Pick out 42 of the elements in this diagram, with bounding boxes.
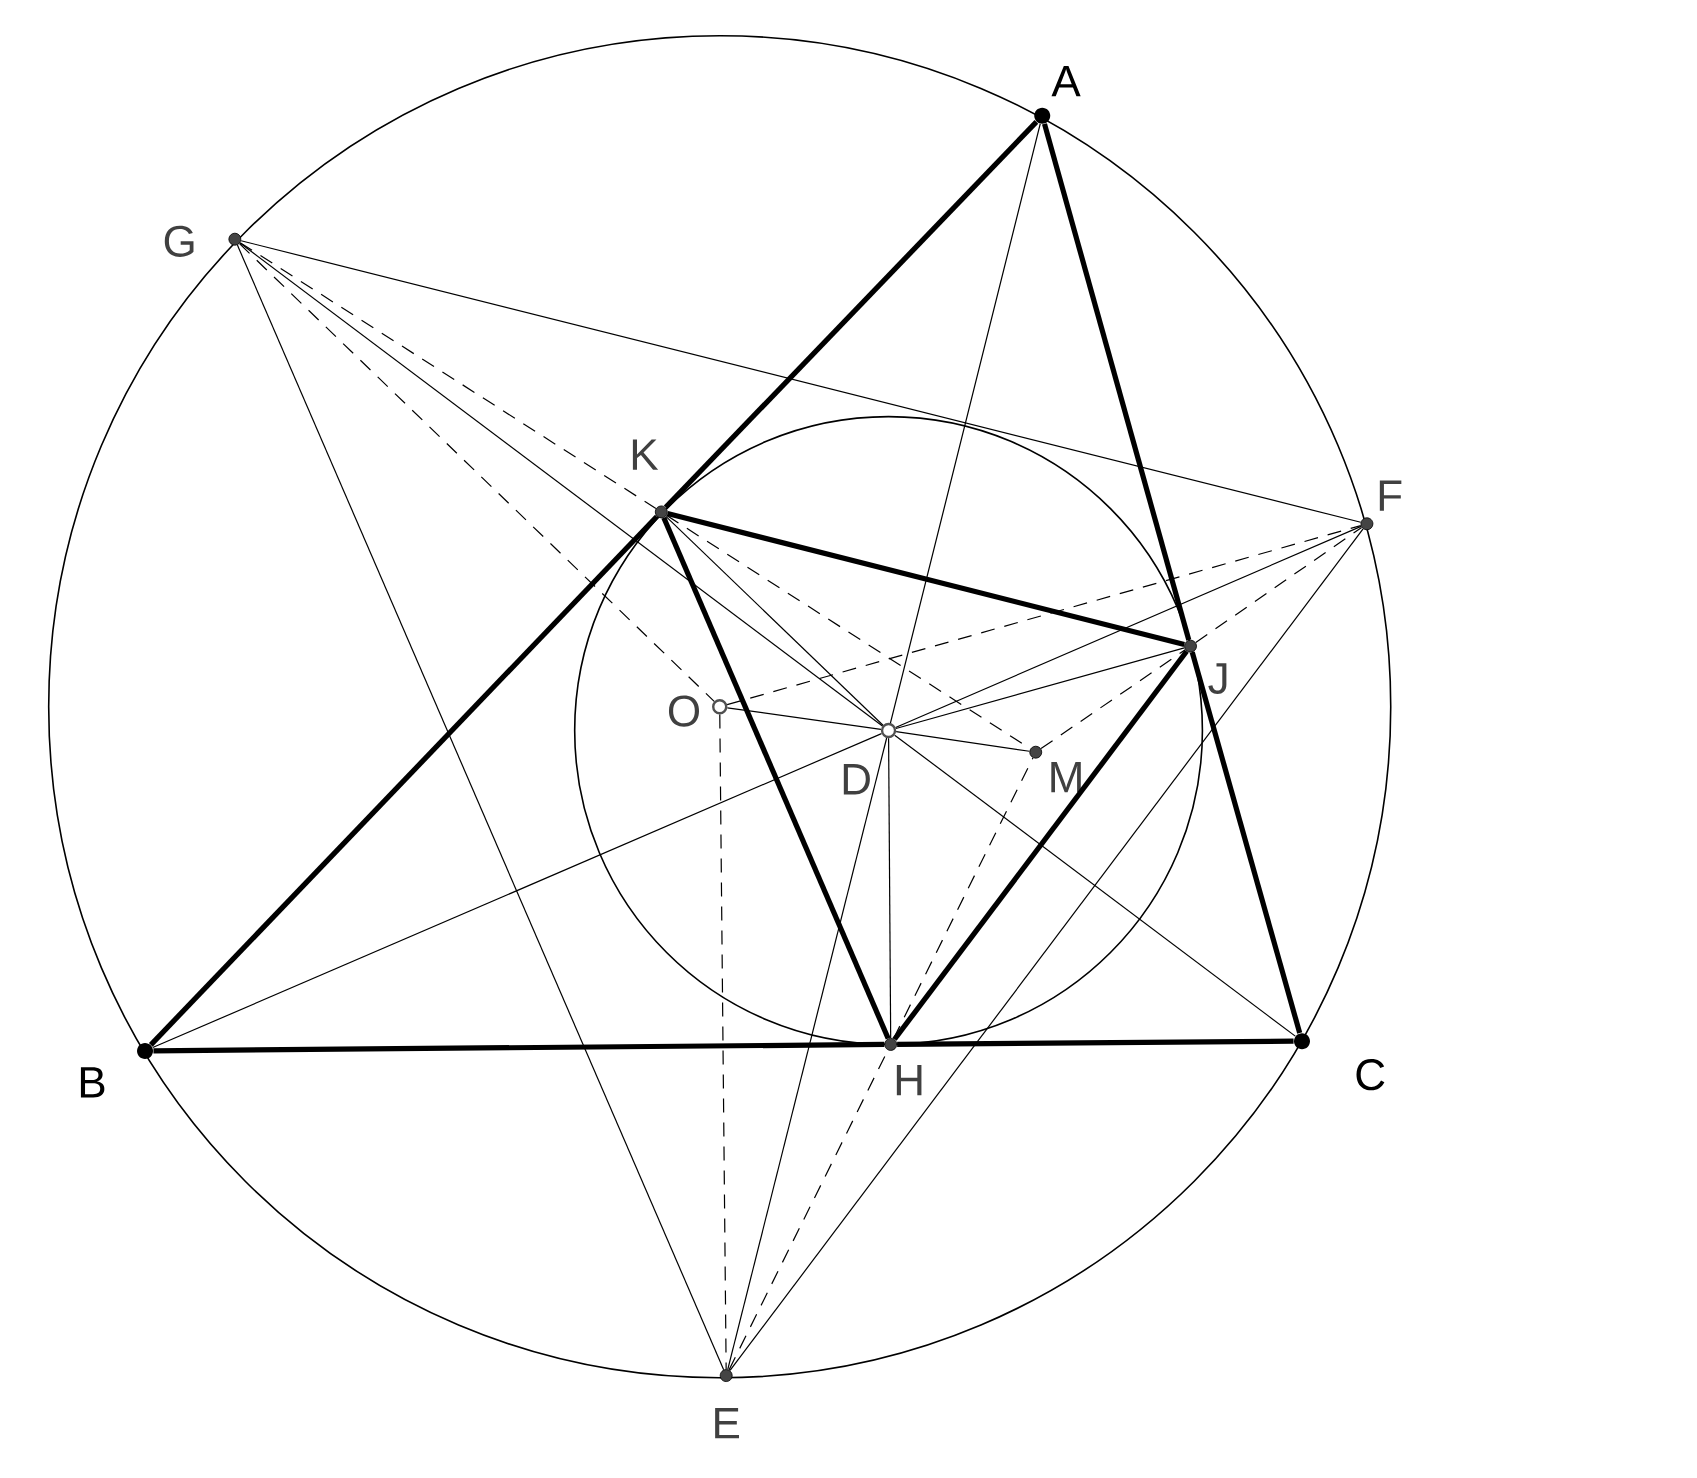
line-segment xyxy=(152,733,883,1049)
line-segment xyxy=(666,510,1185,648)
point-label: G xyxy=(164,225,194,257)
line-segment xyxy=(148,514,659,1047)
point-label: K xyxy=(632,439,659,470)
line-segment xyxy=(239,242,657,510)
line-segment xyxy=(238,243,715,702)
line-segment xyxy=(729,528,1364,1372)
line-segment xyxy=(897,1038,1294,1047)
point-label: B xyxy=(80,1067,105,1098)
line-segment xyxy=(661,516,891,1040)
point-label: J xyxy=(1208,663,1227,694)
line-segment xyxy=(666,514,1031,750)
line-segment xyxy=(239,242,883,727)
point-label: H xyxy=(896,1065,922,1096)
point-label: D xyxy=(843,764,870,795)
line-segment xyxy=(1042,123,1192,641)
line-segment xyxy=(895,525,1362,729)
line-segment xyxy=(726,524,1362,706)
line-segment xyxy=(895,731,1030,752)
line-segment xyxy=(894,734,1296,1037)
line-segment xyxy=(895,647,1185,730)
point-label: O xyxy=(668,695,699,727)
line-segment xyxy=(153,1041,885,1054)
line-segment xyxy=(889,123,1041,724)
line-segment xyxy=(888,737,892,1039)
point-label: A xyxy=(1051,66,1081,97)
line-segment xyxy=(240,240,1362,523)
line-segment xyxy=(663,120,1039,510)
point-label: E xyxy=(715,1408,739,1439)
line-segment xyxy=(665,515,884,726)
line-segment xyxy=(727,737,888,1370)
line-segment xyxy=(892,649,1189,1041)
point-label: M xyxy=(1051,761,1081,793)
line-segment xyxy=(892,757,1034,1040)
line-segment xyxy=(726,707,882,731)
line-segment xyxy=(1040,649,1186,750)
line-segment xyxy=(236,244,725,1371)
line-segment xyxy=(719,713,727,1370)
point-label: C xyxy=(1356,1059,1385,1091)
line-segment xyxy=(1189,651,1303,1034)
point-label: F xyxy=(1379,480,1402,511)
